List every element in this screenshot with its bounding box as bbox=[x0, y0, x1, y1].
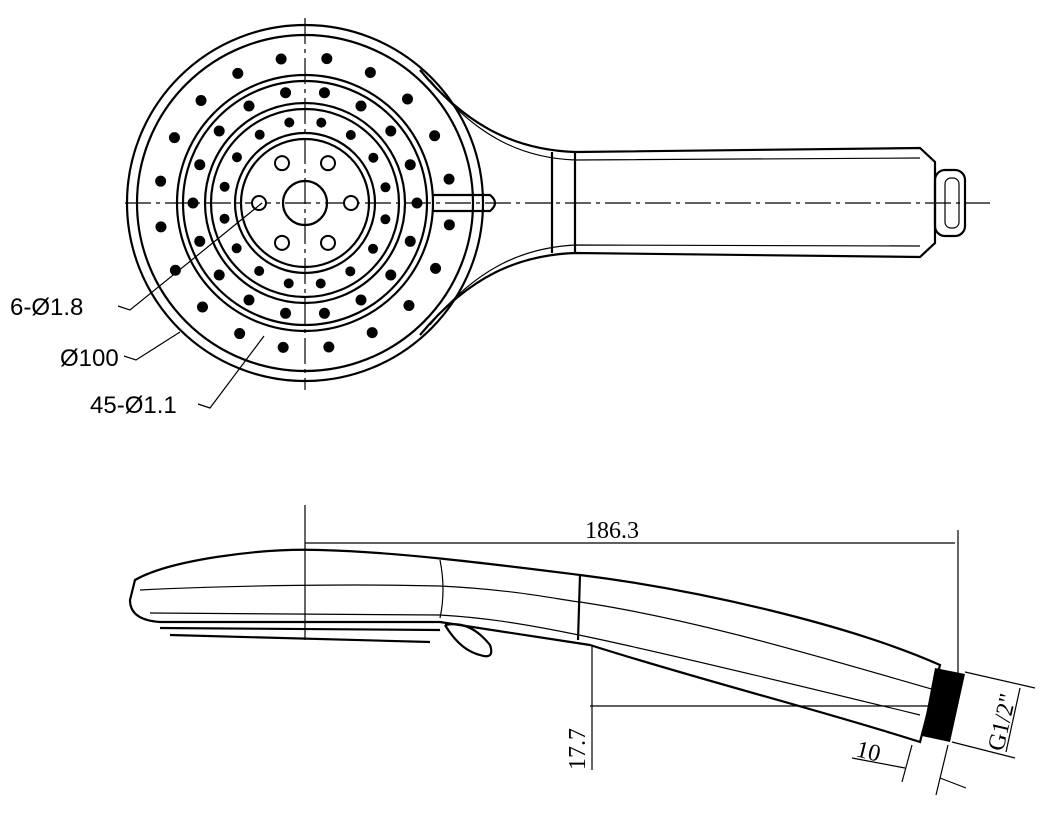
spray-hole bbox=[231, 243, 242, 254]
leader-large-holes bbox=[197, 335, 265, 409]
side-outline bbox=[128, 548, 942, 744]
rim-inner bbox=[135, 33, 475, 373]
side-edge bbox=[139, 584, 936, 716]
spray-hole bbox=[321, 53, 333, 65]
spray-hole bbox=[364, 66, 376, 78]
diameter-label: Ø100 bbox=[60, 345, 119, 372]
thread-bore bbox=[944, 177, 960, 229]
spray-hole bbox=[275, 53, 287, 65]
spray-hole bbox=[345, 129, 356, 140]
spray-hole bbox=[403, 300, 415, 312]
thread-label: G1/2" bbox=[984, 691, 1022, 753]
spray-hole bbox=[320, 234, 336, 251]
spray-hole bbox=[234, 328, 246, 340]
spray-hole bbox=[169, 264, 181, 276]
spray-hole bbox=[355, 294, 367, 306]
spray-hole bbox=[430, 262, 442, 274]
spray-hole bbox=[404, 159, 416, 171]
spray-hole bbox=[213, 269, 225, 281]
spray-hole bbox=[283, 278, 294, 289]
spray-hole bbox=[320, 155, 336, 172]
thread-length-ext3 bbox=[939, 777, 967, 789]
spray-hole bbox=[194, 159, 206, 171]
thread-length-ext1 bbox=[901, 744, 913, 783]
spray-hole bbox=[318, 87, 330, 99]
side-joint bbox=[439, 559, 444, 619]
spray-hole bbox=[155, 221, 167, 233]
spray-hole bbox=[194, 235, 206, 247]
thread-ext-top bbox=[964, 671, 1036, 689]
thread-length-ext2 bbox=[935, 744, 949, 796]
spray-hole bbox=[251, 195, 267, 211]
spray-hole bbox=[355, 100, 367, 112]
thread-connector bbox=[933, 168, 967, 238]
spray-hole bbox=[323, 341, 335, 353]
spray-hole bbox=[368, 152, 379, 163]
ring-1b bbox=[181, 79, 429, 327]
small-holes-label: 6-Ø1.8 bbox=[10, 294, 83, 321]
ring-3b bbox=[239, 137, 371, 269]
spray-hole bbox=[232, 67, 244, 79]
spray-hole bbox=[280, 87, 292, 99]
hub bbox=[281, 179, 329, 227]
spray-hole bbox=[231, 152, 242, 163]
ring-3 bbox=[233, 131, 377, 275]
side-handle-joint bbox=[576, 574, 582, 641]
large-holes-label: 45-Ø1.1 bbox=[90, 392, 177, 419]
spray-hole bbox=[219, 213, 230, 224]
side-view bbox=[128, 505, 965, 744]
spray-hole bbox=[380, 214, 391, 225]
spray-hole bbox=[443, 219, 455, 231]
spray-hole bbox=[254, 266, 265, 277]
leader-diameter bbox=[123, 331, 181, 361]
spray-hole bbox=[155, 175, 167, 187]
spray-hole bbox=[243, 294, 255, 306]
spray-hole bbox=[316, 117, 327, 128]
ring-2b bbox=[209, 107, 401, 299]
spray-hole bbox=[254, 129, 265, 140]
ring-2 bbox=[203, 101, 407, 305]
spray-hole bbox=[280, 307, 292, 319]
spray-hole bbox=[385, 269, 397, 281]
leader-small-holes bbox=[117, 202, 263, 311]
thread-ext-bottom bbox=[951, 741, 1016, 759]
spray-hole bbox=[213, 125, 225, 137]
spray-hole bbox=[368, 243, 379, 254]
spray-hole bbox=[343, 195, 359, 211]
mode-switch bbox=[432, 193, 497, 213]
spray-hole bbox=[168, 132, 180, 144]
spray-hole bbox=[380, 182, 391, 193]
spray-hole bbox=[196, 301, 208, 313]
side-thread bbox=[922, 668, 965, 742]
spray-hole bbox=[243, 100, 255, 112]
spray-hole bbox=[274, 234, 290, 251]
spray-hole bbox=[404, 235, 416, 247]
spray-hole bbox=[345, 266, 356, 277]
spray-hole bbox=[411, 197, 423, 209]
spray-hole bbox=[274, 155, 290, 172]
spray-hole bbox=[429, 130, 441, 142]
front-view bbox=[125, 18, 990, 390]
outer-rim bbox=[125, 23, 485, 383]
thread-length-dimension-line bbox=[851, 757, 906, 769]
spray-holes bbox=[155, 53, 455, 353]
spray-hole bbox=[366, 327, 378, 339]
spray-hole bbox=[443, 173, 455, 185]
spray-hole bbox=[315, 278, 326, 289]
spray-hole bbox=[187, 197, 199, 209]
spray-hole bbox=[402, 93, 414, 105]
spray-hole bbox=[284, 117, 295, 128]
nozzles bbox=[159, 623, 493, 658]
spray-hole bbox=[219, 181, 230, 192]
spray-hole bbox=[195, 94, 207, 106]
length-label: 186.3 bbox=[585, 518, 639, 544]
spray-hole bbox=[385, 125, 397, 137]
handle-edge bbox=[429, 79, 921, 326]
spray-hole bbox=[277, 341, 289, 353]
height-label: 17.7 bbox=[565, 728, 591, 770]
spray-hole bbox=[318, 307, 330, 319]
ring-1 bbox=[175, 73, 435, 333]
thread-dimension-line bbox=[1005, 687, 1021, 753]
